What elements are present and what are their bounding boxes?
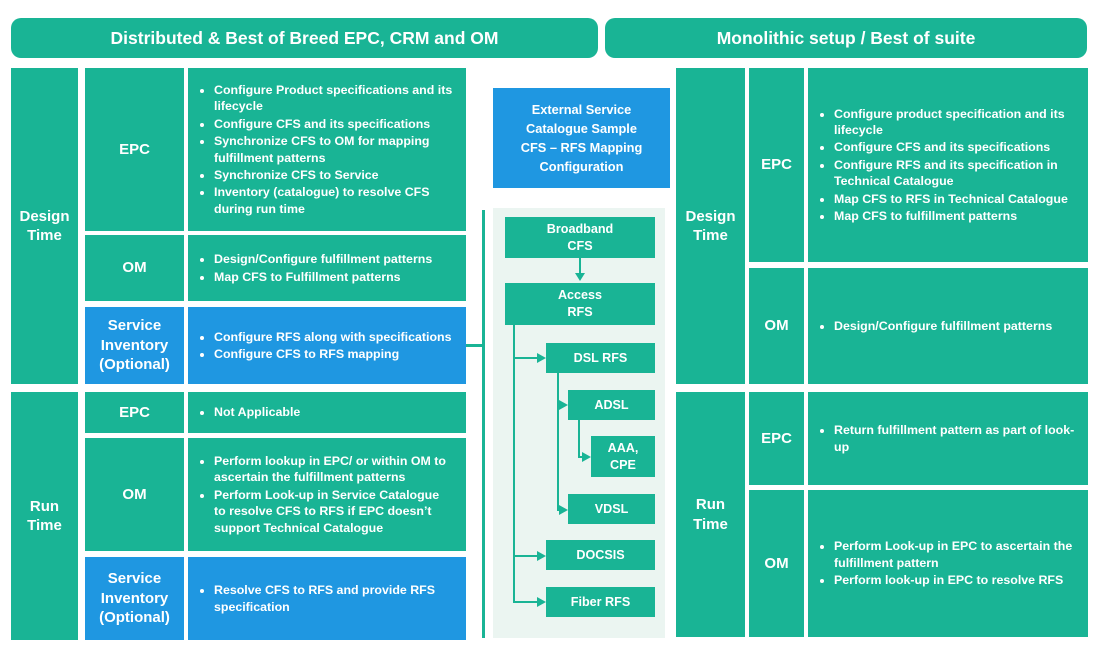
connector-access-trunk [513,325,515,603]
left-design-service-inventory-bullets: Configure RFS along with specifications … [188,307,466,384]
left-run-om-label: OM [85,438,184,551]
left-design-time-label: Design Time [11,68,78,384]
tree-node-fiber-rfs: Fiber RFS [546,587,655,617]
bullet-item: Configure RFS along with specifications [214,329,454,345]
connector-to-dsl [513,357,537,359]
bullet-item: Return fulfillment pattern as part of lo… [834,422,1076,455]
cfs-rfs-mapping-tree: Broadband CFS Access RFS DSL RFS ADSL AA… [493,208,665,638]
tree-node-broadband-cfs: Broadband CFS [505,217,655,258]
tree-node-docsis: DOCSIS [546,540,655,570]
tree-node-aaa-cpe: AAA, CPE [591,436,655,477]
left-run-epc-label: EPC [85,392,184,433]
tree-node-dsl-rfs: DSL RFS [546,343,655,373]
bullet-item: Configure CFS to RFS mapping [214,346,454,362]
arrow-right-icon [582,452,591,462]
left-run-time-label: Run Time [11,392,78,640]
bullet-item: Configure RFS and its specification in T… [834,157,1076,190]
bullet-item: Map CFS to Fulfillment patterns [214,269,454,285]
connector-bracket-vline [482,210,485,638]
external-service-catalogue-callout: External Service Catalogue Sample CFS – … [493,88,670,188]
connector-service-inventory-hline [466,344,483,347]
right-design-epc-label: EPC [749,68,804,262]
connector-broadband-access-line [579,258,581,273]
left-design-om-label: OM [85,235,184,301]
bullet-item: Design/Configure fulfillment patterns [834,318,1076,334]
left-panel-header: Distributed & Best of Breed EPC, CRM and… [11,18,598,58]
right-run-epc-label: EPC [749,392,804,485]
left-design-om-bullets: Design/Configure fulfillment patterns Ma… [188,235,466,301]
right-run-om-bullets: Perform Look-up in EPC to ascertain the … [808,490,1088,637]
bullet-item: Configure CFS and its specifications [834,139,1076,155]
bullet-item: Perform Look-up in Service Catalogue to … [214,487,454,536]
right-design-om-label: OM [749,268,804,384]
bullet-item: Map CFS to RFS in Technical Catalogue [834,191,1076,207]
bullet-item: Perform look-up in EPC to resolve RFS [834,572,1076,588]
bullet-item: Perform lookup in EPC/ or within OM to a… [214,453,454,486]
bullet-item: Synchronize CFS to Service [214,167,454,183]
left-run-epc-bullets: Not Applicable [188,392,466,433]
bullet-item: Map CFS to fulfillment patterns [834,208,1076,224]
right-design-om-bullets: Design/Configure fulfillment patterns [808,268,1088,384]
right-panel-header: Monolithic setup / Best of suite [605,18,1087,58]
arrow-right-icon [559,400,568,410]
tree-node-vdsl: VDSL [568,494,655,524]
arrow-right-icon [537,551,546,561]
bullet-item: Configure CFS and its specifications [214,116,454,132]
connector-dsl-trunk [557,373,559,510]
left-run-service-inventory-label: Service Inventory (Optional) [85,557,184,640]
bullet-item: Configure product specification and its … [834,106,1076,139]
connector-adsl-trunk [578,420,580,457]
right-run-time-label: Run Time [676,392,745,637]
left-run-service-inventory-bullets: Resolve CFS to RFS and provide RFS speci… [188,557,466,640]
arrow-right-icon [559,505,568,515]
left-design-epc-label: EPC [85,68,184,231]
right-design-epc-bullets: Configure product specification and its … [808,68,1088,262]
connector-to-fiber [513,601,537,603]
right-design-time-label: Design Time [676,68,745,384]
left-design-epc-bullets: Configure Product specifications and its… [188,68,466,231]
bullet-item: Perform Look-up in EPC to ascertain the … [834,538,1076,571]
arrow-right-icon [537,353,546,363]
left-design-service-inventory-label: Service Inventory (Optional) [85,307,184,384]
connector-to-docsis [513,555,537,557]
connector-to-aaa [578,456,583,458]
bullet-item: Design/Configure fulfillment patterns [214,251,454,267]
bullet-item: Synchronize CFS to OM for mapping fulfil… [214,133,454,166]
arrow-right-icon [537,597,546,607]
tree-node-adsl: ADSL [568,390,655,420]
bullet-item: Resolve CFS to RFS and provide RFS speci… [214,582,454,615]
bullet-item: Not Applicable [214,404,454,420]
bullet-item: Inventory (catalogue) to resolve CFS dur… [214,184,454,217]
left-run-om-bullets: Perform lookup in EPC/ or within OM to a… [188,438,466,551]
tree-node-access-rfs: Access RFS [505,283,655,325]
arrow-down-icon [575,273,585,281]
right-run-om-label: OM [749,490,804,637]
bullet-item: Configure Product specifications and its… [214,82,454,115]
right-run-epc-bullets: Return fulfillment pattern as part of lo… [808,392,1088,485]
